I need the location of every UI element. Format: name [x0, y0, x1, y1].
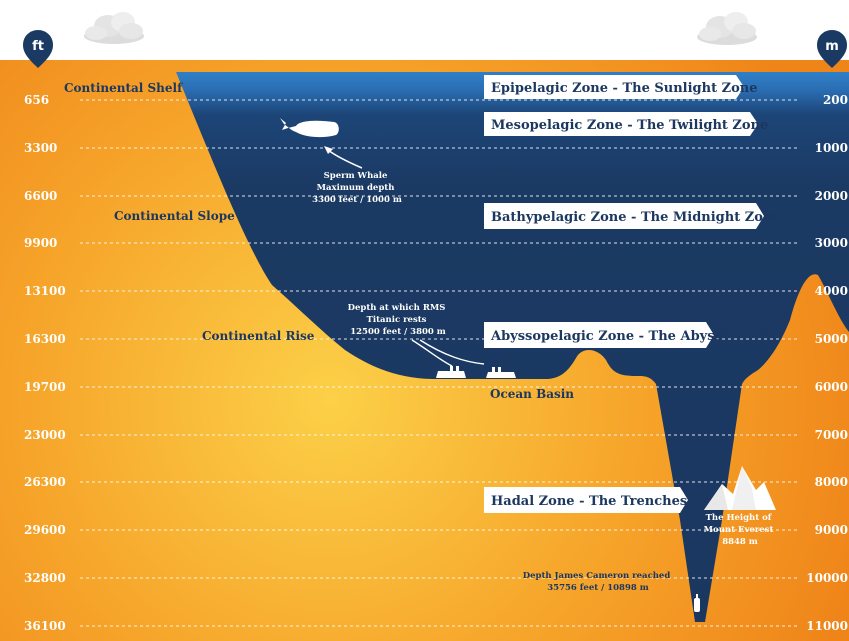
cameron-annotation: Depth James Cameron reached 35756 feet /… [523, 571, 674, 593]
meters-unit-badge: m [817, 30, 847, 68]
depth-label-m: 200 [823, 93, 848, 107]
zone-banner-epipelagic: Epipelagic Zone - The Sunlight Zone [484, 75, 758, 99]
ocean-basin-label: Ocean Basin [490, 387, 574, 401]
continental-rise-label: Continental Rise [202, 329, 315, 343]
whale-arrowhead [324, 146, 333, 154]
zone-label-bathypelagic: Bathypelagic Zone - The Midnight Zone [491, 210, 781, 225]
continental-shelf-label: Continental Shelf [64, 81, 183, 95]
depth-label-m: 7000 [815, 428, 848, 442]
depth-label-ft: 656 [24, 93, 49, 107]
depth-grid: 656 200 3300 1000 6600 2000 9900 3000 13100 4000 1… [24, 93, 848, 633]
cloud-icon [84, 12, 144, 44]
feet-unit-label: ft [32, 39, 44, 54]
depth-label-ft: 29600 [24, 523, 66, 537]
depth-label-m: 11000 [806, 619, 848, 633]
feet-unit-badge: ft [23, 30, 53, 68]
zone-banner-abyssopelagic: Abyssopelagic Zone - The Abyss [484, 322, 722, 348]
zone-label-epipelagic: Epipelagic Zone - The Sunlight Zone [491, 81, 758, 96]
depth-label-ft: 9900 [24, 236, 57, 250]
depth-label-ft: 3300 [24, 141, 57, 155]
depth-label-m: 2000 [815, 189, 848, 203]
zone-label-hadal: Hadal Zone - The Trenches [491, 494, 687, 509]
depth-label-ft: 6600 [24, 189, 57, 203]
depth-label-m: 4000 [815, 284, 848, 298]
zone-banner-bathypelagic: Bathypelagic Zone - The Midnight Zone [484, 203, 781, 229]
sperm-whale-icon [280, 118, 339, 138]
everest-annotation: The Height of Mount Everest 8848 m [704, 513, 777, 547]
zone-label-abyssopelagic: Abyssopelagic Zone - The Abyss [490, 329, 722, 344]
depth-label-m: 9000 [815, 523, 848, 537]
depth-label-m: 8000 [815, 475, 848, 489]
titanic-wreck-icon [436, 366, 516, 378]
zone-banner-hadal: Hadal Zone - The Trenches [484, 487, 688, 513]
meters-unit-label: m [825, 39, 839, 54]
zone-banner-mesopelagic: Mesopelagic Zone - The Twilight Zone [484, 112, 768, 136]
depth-label-ft: 16300 [24, 332, 66, 346]
mount-everest-icon [704, 466, 776, 510]
whale-annotation: Sperm Whale Maximum depth 3300 feet / 10… [312, 171, 402, 205]
titanic-annotation: Depth at which RMS Titanic rests 12500 f… [348, 303, 449, 337]
depth-label-m: 10000 [806, 571, 848, 585]
depth-label-ft: 32800 [24, 571, 66, 585]
continental-slope-label: Continental Slope [114, 209, 235, 223]
titanic-pointer-arrow [419, 339, 485, 365]
depth-label-ft: 13100 [24, 284, 66, 298]
submersible-icon [694, 594, 700, 612]
depth-label-m: 6000 [815, 380, 848, 394]
titanic-pointer-arrow [411, 339, 453, 367]
depth-label-m: 5000 [815, 332, 848, 346]
zone-label-mesopelagic: Mesopelagic Zone - The Twilight Zone [491, 118, 768, 133]
depth-label-ft: 36100 [24, 619, 66, 633]
depth-label-ft: 19700 [24, 380, 66, 394]
cloud-icon [697, 12, 757, 45]
depth-label-m: 1000 [815, 141, 848, 155]
depth-label-ft: 26300 [24, 475, 66, 489]
depth-label-ft: 23000 [24, 428, 66, 442]
depth-label-m: 3000 [815, 236, 848, 250]
